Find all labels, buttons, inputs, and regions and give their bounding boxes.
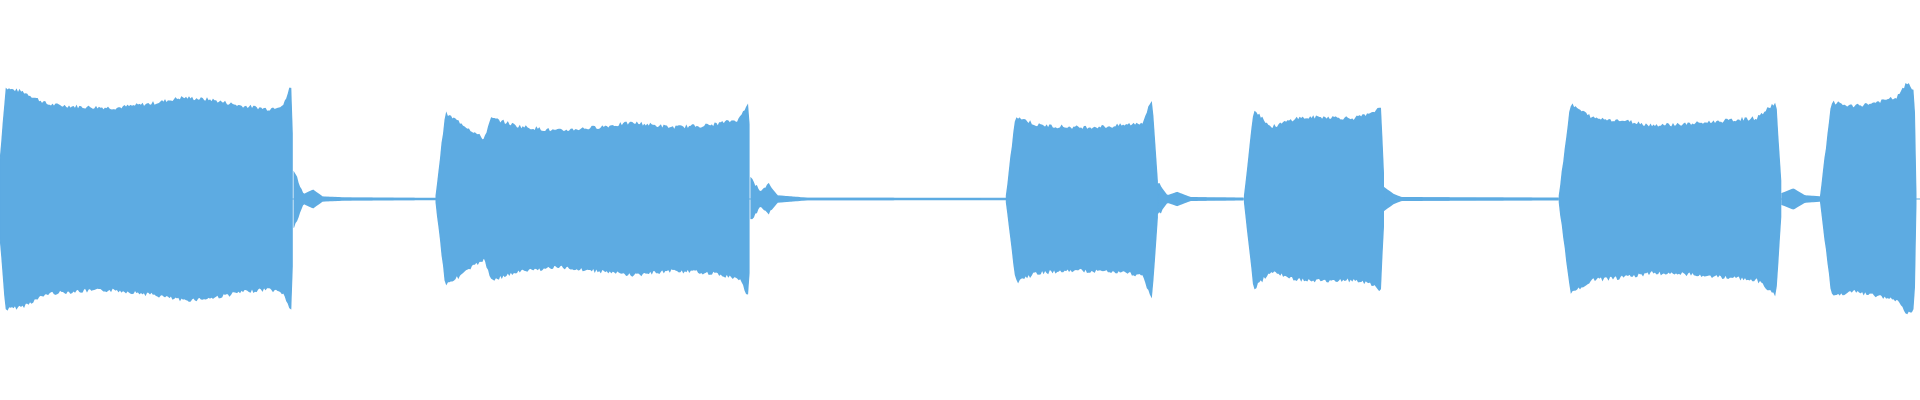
waveform-tail-3 <box>1157 183 1244 215</box>
waveform-tail-4 <box>1384 186 1559 212</box>
waveform-burst-5 <box>1558 102 1782 297</box>
waveform-segments <box>0 83 1917 315</box>
waveform-burst-2 <box>435 103 750 295</box>
waveform-tail-2 <box>750 176 1008 220</box>
waveform-burst-3 <box>1005 101 1158 299</box>
waveform-tail-1 <box>293 170 442 228</box>
waveform-burst-4 <box>1243 107 1384 292</box>
waveform-burst-6 <box>1819 83 1917 315</box>
waveform-burst-1 <box>0 87 293 311</box>
waveform-tail-5 <box>1781 188 1822 210</box>
